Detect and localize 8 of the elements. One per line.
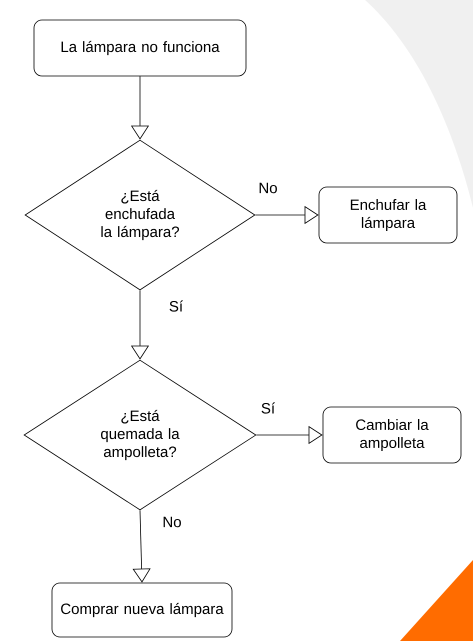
edge-label: Sí <box>168 299 184 313</box>
process-box: Comprar nueva lámpara <box>52 582 232 638</box>
edge-label: No <box>161 516 183 528</box>
process-box: Cambiar la ampolleta <box>322 406 462 464</box>
edge-label: Sí <box>260 401 276 415</box>
edge-label: No <box>257 182 279 194</box>
process-box: Enchufar la lámpara <box>318 186 458 244</box>
process-box: La lámpara no funciona <box>34 20 246 76</box>
